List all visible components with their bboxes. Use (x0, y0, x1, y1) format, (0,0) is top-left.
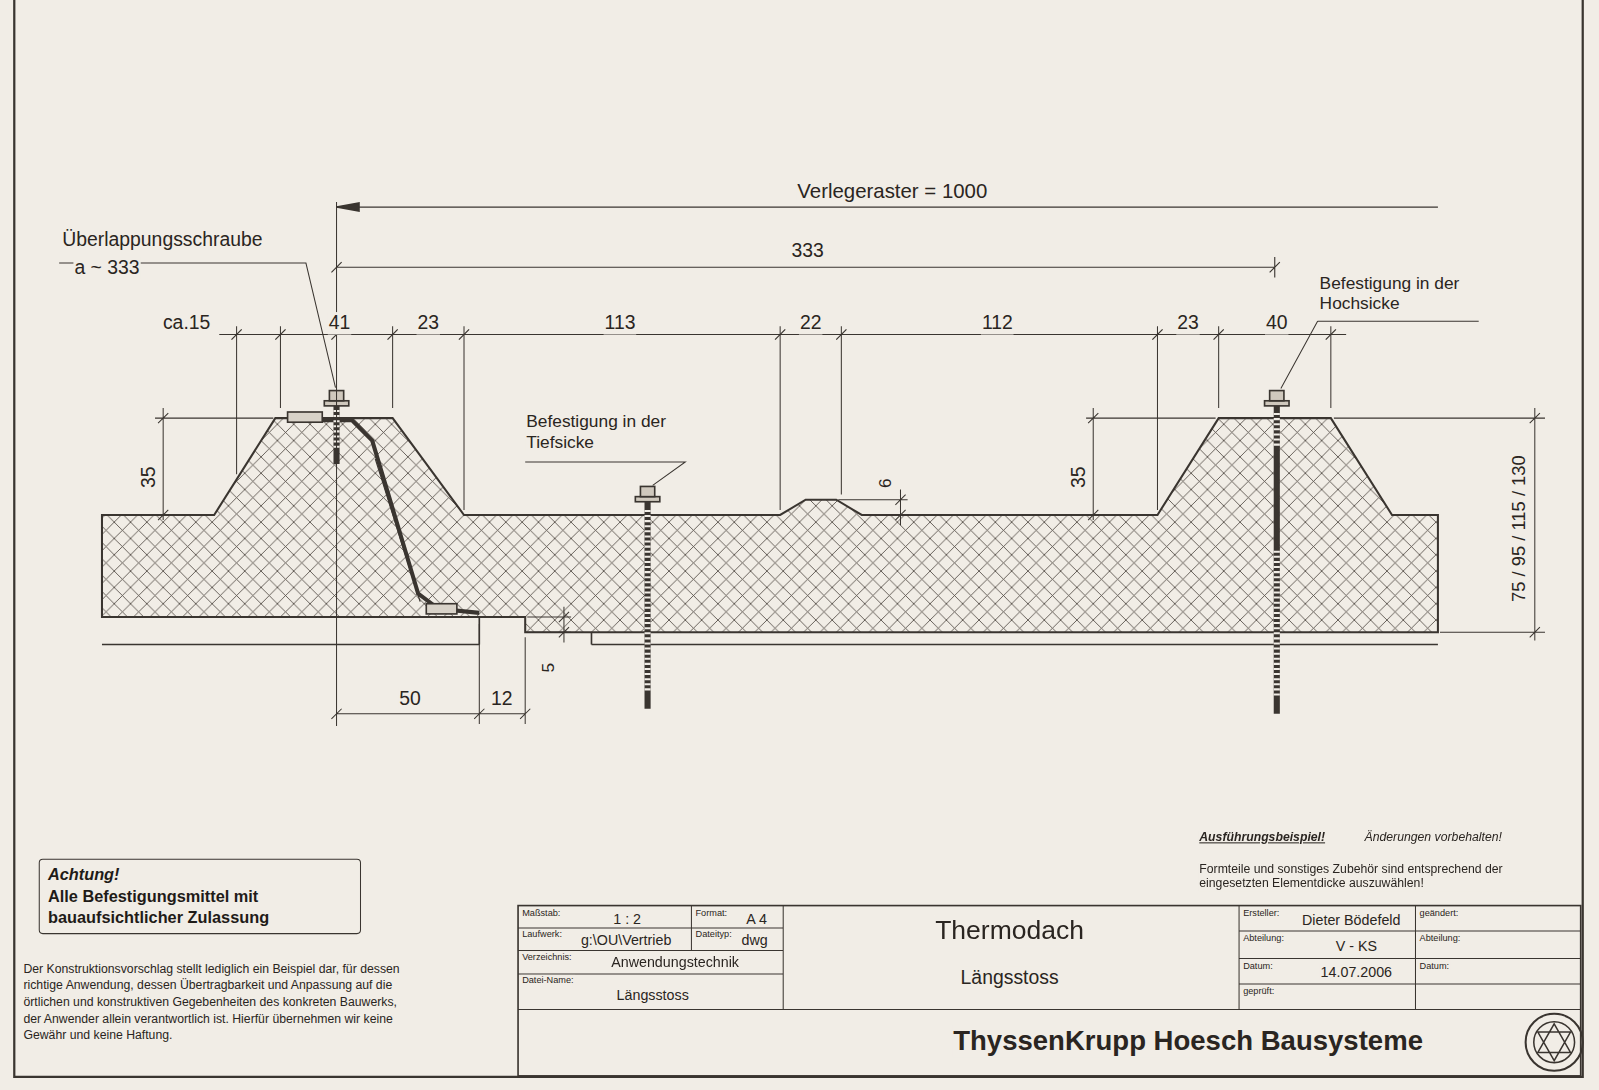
dimension-label: ca.15 (162, 312, 211, 334)
note-text: Dieter Bödefeld (1301, 912, 1401, 928)
note-text: Datum: (1419, 961, 1451, 972)
note-text: Dateityp: (694, 929, 732, 940)
note-text: Laufwerk: (521, 929, 563, 940)
dimension-label: ThyssenKrupp Hoesch Bausysteme (952, 1026, 1424, 1058)
dimension-label: 12 (490, 687, 514, 709)
note-text: Änderungen vorbehalten! (1363, 831, 1502, 845)
dimension-label: 35 (1068, 465, 1090, 489)
dimension-label: 23 (417, 312, 441, 334)
dimension-label: Überlappungsschraube (61, 228, 263, 250)
warning-heading: Achtung! (48, 865, 352, 886)
note-text: Format: (694, 908, 728, 919)
note-text: Datum: (1242, 961, 1274, 972)
note-text: Verzeichnis: (521, 951, 573, 962)
note-text: A 4 (745, 911, 768, 927)
note-text: geprüft: (1242, 986, 1275, 997)
dimension-label: Befestigung in der Tiefsicke (525, 412, 702, 452)
dimension-label: 50 (398, 687, 422, 709)
note-text: Abteilung: (1419, 933, 1462, 944)
dimension-label: 75 / 95 / 115 / 130 (1509, 454, 1530, 603)
note-text: Abteilung: (1242, 933, 1285, 944)
note-text: 1 : 2 (612, 911, 642, 927)
dimension-label: 112 (981, 312, 1014, 334)
dimension-label: 22 (799, 312, 823, 334)
note-text: Anwendungstechnik (610, 954, 740, 970)
note-text: geändert: (1419, 908, 1460, 919)
note-text: Ersteller: (1242, 908, 1280, 919)
note-text: Maßstab: (521, 908, 561, 919)
warning-text: Alle Befestigungsmittel mit bauaufsichtl… (48, 886, 352, 928)
dimension-label: Thermodach (934, 916, 1085, 946)
dimension-label: Längsstoss (960, 967, 1060, 989)
note-text: V - KS (1335, 938, 1378, 954)
note-text: Der Konstruktionsvorschlag stellt ledigl… (22, 961, 417, 1044)
dimension-label: 35 (138, 465, 160, 489)
dimension-label: 5 (539, 662, 559, 674)
note-text: Datei-Name: (521, 975, 575, 986)
dimension-label: 333 (790, 240, 824, 262)
dimension-label: 113 (604, 312, 637, 334)
dimension-label: 41 (328, 312, 352, 334)
note-text: Formteile und sonstiges Zubehör sind ent… (1198, 863, 1552, 891)
note-text: Ausführungsbeispiel! (1198, 831, 1326, 845)
note-text: 14.07.2006 (1320, 964, 1394, 980)
dimension-label: 6 (875, 477, 895, 489)
warning-box: Achtung!Alle Befestigungsmittel mit baua… (39, 859, 361, 935)
note-text: Längsstoss (616, 987, 690, 1003)
note-text: g:\OU\Vertrieb (580, 932, 672, 948)
dimension-label: 40 (1265, 312, 1289, 334)
dimension-label: a ~ 333 (73, 257, 140, 279)
dimension-label: 23 (1176, 312, 1200, 334)
dimension-label: Befestigung in der Hochsicke (1319, 273, 1489, 313)
note-text: dwg (741, 932, 769, 948)
dimension-label: Verlegeraster = 1000 (796, 179, 988, 202)
